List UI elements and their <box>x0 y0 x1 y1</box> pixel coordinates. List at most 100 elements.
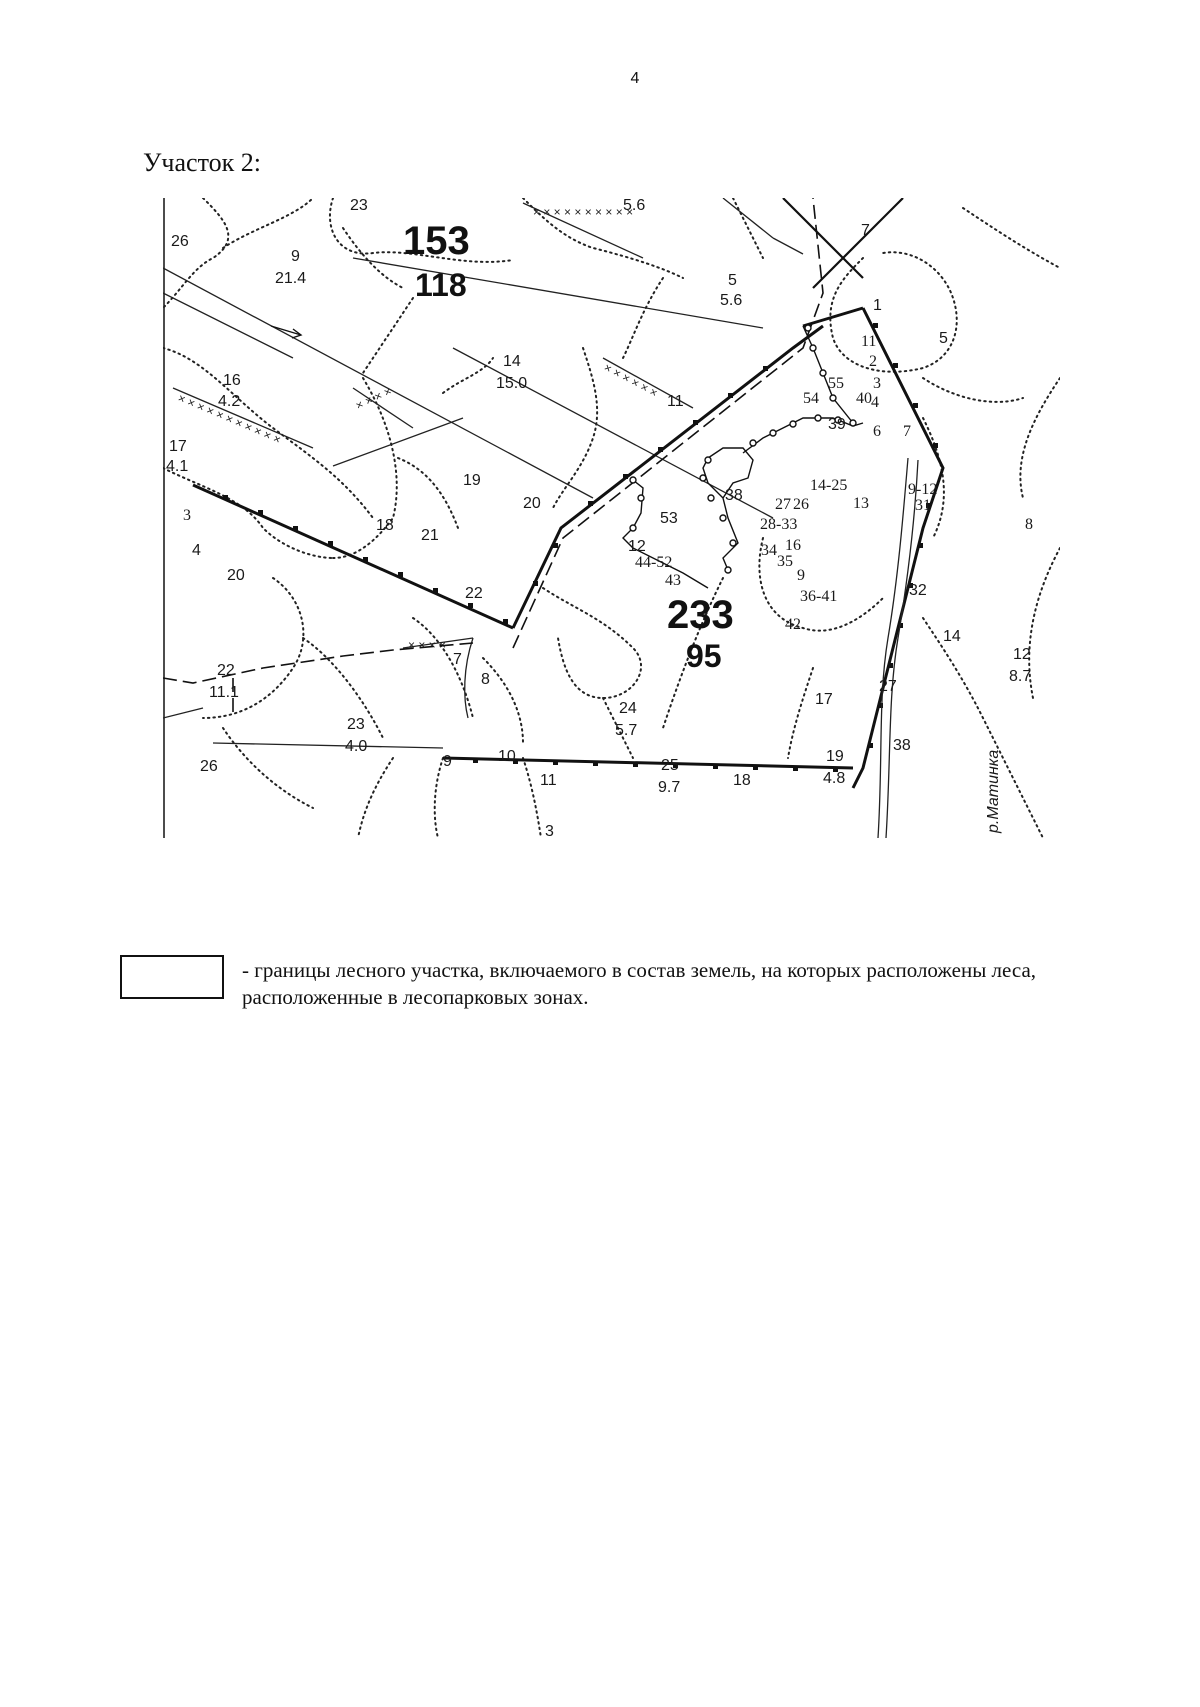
label-compartment: 10 <box>498 748 516 765</box>
label-compartment: 40 <box>856 390 872 407</box>
label-compartment: 35 <box>777 553 793 570</box>
label-compartment: 54 <box>803 390 819 407</box>
label-compartment: 5 <box>728 272 737 289</box>
boundary-ticks <box>223 323 938 772</box>
label-compartment: 4 <box>871 394 879 411</box>
label-compartment: 21 <box>421 527 439 544</box>
label-compartment: 22 <box>465 585 483 602</box>
svg-text:× × × × × ×: × × × × × × <box>602 360 660 400</box>
label-compartment: 3 <box>183 507 191 524</box>
label-compartment: 5.6 <box>720 292 742 309</box>
label-compartment: 38 <box>893 737 911 754</box>
point-beads <box>622 324 864 589</box>
label-compartment: 9 <box>291 248 300 265</box>
label-compartment: 26 <box>793 496 809 513</box>
label-compartment: 4.0 <box>345 738 367 755</box>
label-compartment: 14 <box>503 353 521 370</box>
label-compartment: 8 <box>481 671 490 688</box>
label-compartment: 23 <box>350 198 368 214</box>
svg-text:× × × × × × × × × ×: × × × × × × × × × × <box>533 205 633 219</box>
label-compartment: 9.7 <box>658 779 680 796</box>
legend-symbol-box <box>120 955 224 999</box>
label-compartment: 25 <box>661 757 679 774</box>
quarter-subnumber: 118 <box>415 267 467 303</box>
label-compartment: 26 <box>171 233 189 250</box>
svg-text:× × × ×: × × × × <box>353 384 393 413</box>
label-compartment: 14-25 <box>810 477 847 494</box>
label-compartment: 55 <box>828 375 844 392</box>
quarter-subnumber: 95 <box>686 638 722 674</box>
legend-text: - границы лесного участка, включаемого в… <box>242 958 1037 1009</box>
label-compartment: 38 <box>725 487 743 504</box>
label-compartment: 5 <box>939 330 948 347</box>
label-compartment: 19 <box>463 472 481 489</box>
label-compartment: 3 <box>873 375 881 392</box>
label-compartment: 12 <box>1013 646 1031 663</box>
label-compartment: 20 <box>523 495 541 512</box>
label-compartment: 42 <box>785 616 801 633</box>
label-compartment: 27 <box>879 678 897 695</box>
direction-arrow-icon <box>270 325 303 339</box>
label-compartment: 20 <box>227 567 245 584</box>
quarter-number: 153 <box>403 219 470 263</box>
label-compartment: 34 <box>761 542 777 559</box>
label-compartment: 9 <box>443 753 452 770</box>
label-compartment: 53 <box>660 510 678 527</box>
label-compartment: 15.0 <box>496 375 527 392</box>
label-compartment: 44-52 <box>635 554 672 571</box>
label-compartment: 26 <box>200 758 218 775</box>
label-compartment: 4.1 <box>166 458 188 475</box>
river <box>877 457 919 838</box>
label-compartment: 32 <box>909 582 927 599</box>
label-compartment: 27 <box>775 496 791 513</box>
label-compartment: 17 <box>169 438 187 455</box>
river-label: р.Матинка <box>985 750 1002 834</box>
label-compartment: 11 <box>667 393 684 410</box>
label-compartment: 11.1 <box>209 684 239 701</box>
label-compartment: 22 <box>217 662 235 679</box>
label-compartment: 4 <box>192 542 201 559</box>
map-svg: × × × × × × × × × × × × × × × × × × × × … <box>163 198 1060 838</box>
label-compartment: 16 <box>223 372 241 389</box>
label-compartment: 43 <box>665 572 681 589</box>
label-compartment: 2 <box>869 353 877 370</box>
compartment-contours <box>163 198 1060 838</box>
label-compartment: 28-33 <box>760 516 797 533</box>
label-compartment: 5.6 <box>623 198 645 214</box>
label-compartment: 19 <box>826 748 844 765</box>
svg-text:× × × ×: × × × × <box>408 638 446 652</box>
label-compartment: 11 <box>540 772 557 789</box>
x-marked-lines <box>172 202 694 649</box>
label-compartment: 36-41 <box>800 588 837 605</box>
label-compartment: 39 <box>828 416 846 433</box>
label-compartment: 11 <box>861 333 876 350</box>
label-compartment: 3 <box>545 823 554 838</box>
label-compartment: 8.7 <box>1009 668 1031 685</box>
label-compartment: 1 <box>873 297 882 314</box>
label-compartment: 16 <box>785 537 801 554</box>
label-compartment: 9 <box>797 567 805 584</box>
label-compartment: 18 <box>733 772 751 789</box>
label-compartment: 6 <box>873 423 881 440</box>
label-compartment: 7 <box>453 651 462 668</box>
label-compartment: 23 <box>347 716 365 733</box>
page-number: 4 <box>630 70 640 87</box>
label-compartment: 14 <box>943 628 961 645</box>
section-title: Участок 2: <box>143 148 261 177</box>
dashed-road <box>163 198 824 718</box>
label-compartment: 8 <box>1025 516 1033 533</box>
label-compartment: 24 <box>619 700 637 717</box>
label-compartment: 4.8 <box>823 770 845 787</box>
label-compartment: 7 <box>903 423 911 440</box>
quarter-lines <box>163 198 804 749</box>
label-compartment: 17 <box>815 691 833 708</box>
label-compartment: 18 <box>376 517 394 534</box>
label-compartment: 31 <box>915 497 931 514</box>
label-compartment: 5.7 <box>615 722 637 739</box>
label-compartment: 4.2 <box>218 393 240 410</box>
label-compartment: 12 <box>628 538 646 555</box>
quarter-number: 233 <box>667 593 734 637</box>
forest-plot-map: × × × × × × × × × × × × × × × × × × × × … <box>163 198 1060 838</box>
label-compartment: 9-12 <box>908 481 937 498</box>
label-compartment: 13 <box>853 495 869 512</box>
